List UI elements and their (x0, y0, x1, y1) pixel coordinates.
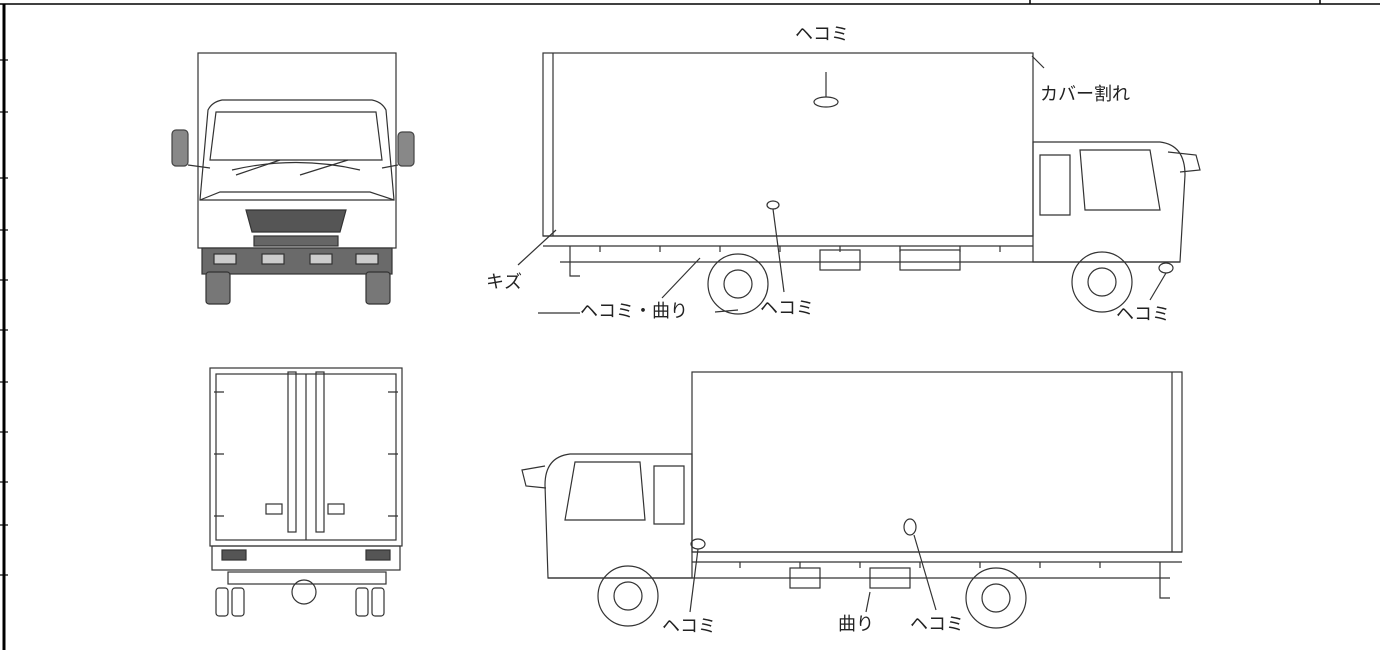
truck-side-view-right (521, 371, 1183, 629)
truck-front-view (171, 52, 415, 305)
label-scratch: キズ (486, 272, 522, 293)
label-bottom-bend: 曲り (838, 614, 874, 635)
label-top-side-dent-mid: ヘコミ (760, 298, 814, 319)
label-dent-bend: ヘコミ・曲り (580, 301, 688, 322)
label-top-dent: ヘコミ (795, 24, 849, 45)
label-bottom-dent-body: ヘコミ (910, 614, 964, 635)
label-cover-crack: カバー割れ (1040, 84, 1130, 105)
truck-rear-view (209, 367, 403, 617)
label-bottom-dent-cab: ヘコミ (662, 616, 716, 637)
truck-side-view-left (517, 52, 1201, 315)
label-top-side-dent-front: ヘコミ (1116, 304, 1170, 325)
